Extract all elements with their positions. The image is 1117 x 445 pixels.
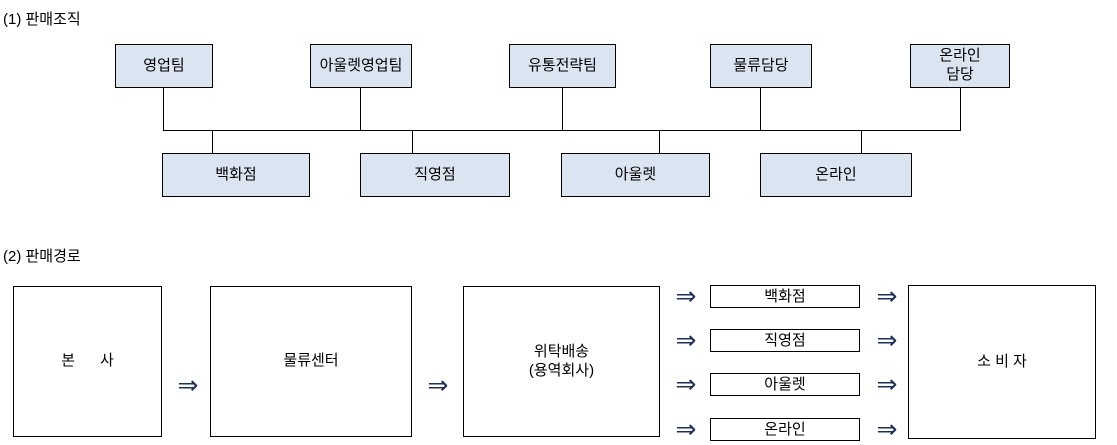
- org-box-online-manager-label-line1: 온라인: [939, 47, 981, 65]
- connector-vline-1: [163, 88, 164, 131]
- double-arrow-icon: ⇒: [876, 325, 898, 355]
- org-box-online: 온라인: [760, 153, 912, 197]
- double-arrow-icon: ⇒: [675, 281, 697, 311]
- org-box-online-manager-label-line2: 담당: [946, 66, 974, 83]
- flow-box-consumer: 소 비 자: [908, 285, 1096, 439]
- org-box-sales-team: 영업팀: [115, 44, 213, 88]
- double-arrow-icon: ⇒: [675, 369, 697, 399]
- connector-stub-2: [412, 131, 413, 153]
- double-arrow-icon: ⇒: [675, 325, 697, 355]
- org-box-outlet: 아울렛: [561, 153, 710, 197]
- org-box-distribution-strategy-team: 유통전략팀: [509, 44, 616, 88]
- connector-vline-5: [960, 88, 961, 131]
- org-box-outlet-sales-team-label: 아울렛영업팀: [319, 56, 403, 74]
- double-arrow-icon: ⇒: [876, 414, 898, 444]
- flow-box-headquarters: 본 사: [13, 286, 162, 437]
- connector-stub-3: [659, 131, 660, 153]
- channel-box-outlet-label: 아울렛: [764, 376, 806, 393]
- channel-box-direct-store-label: 직영점: [764, 332, 806, 349]
- channel-box-department-store-label: 백화점: [764, 288, 806, 305]
- org-box-department-store: 백화점: [162, 153, 310, 197]
- connector-bus: [163, 130, 961, 131]
- org-box-logistics-label: 물류담당: [733, 56, 789, 74]
- org-box-online-label: 온라인: [815, 165, 857, 183]
- flow-box-consigned-delivery: 위탁배송 (용역회사): [463, 286, 660, 437]
- connector-vline-4: [760, 88, 761, 131]
- org-box-sales-team-label: 영업팀: [143, 56, 185, 74]
- org-box-outlet-label: 아울렛: [614, 165, 657, 183]
- connector-vline-3: [562, 88, 563, 131]
- double-arrow-icon: ⇒: [427, 370, 449, 400]
- channel-box-online: 온라인: [710, 418, 860, 441]
- double-arrow-icon: ⇒: [876, 369, 898, 399]
- org-box-direct-store-label: 직영점: [414, 165, 456, 183]
- double-arrow-icon: ⇒: [876, 281, 898, 311]
- org-box-logistics: 물류담당: [710, 44, 812, 88]
- flow-box-consigned-delivery-line1: 위탁배송: [533, 342, 590, 360]
- double-arrow-icon: ⇒: [675, 414, 697, 444]
- channel-box-online-label: 온라인: [764, 421, 806, 438]
- org-box-outlet-sales-team: 아울렛영업팀: [310, 44, 412, 88]
- channel-box-department-store: 백화점: [710, 285, 860, 308]
- flow-box-consumer-label: 소 비 자: [977, 352, 1027, 370]
- connector-stub-1: [212, 131, 213, 153]
- flow-box-headquarters-label: 본 사: [61, 352, 114, 370]
- org-box-department-store-label: 백화점: [215, 165, 257, 183]
- channel-box-direct-store: 직영점: [710, 329, 860, 352]
- channel-section-title: (2) 판매경로: [3, 248, 81, 265]
- connector-vline-2: [360, 88, 361, 131]
- org-box-distribution-strategy-team-label: 유통전략팀: [527, 56, 597, 74]
- connector-stub-4: [861, 131, 862, 153]
- flow-box-consigned-delivery-line2: (용역회사): [528, 361, 595, 379]
- double-arrow-icon: ⇒: [177, 370, 199, 400]
- channel-box-outlet: 아울렛: [710, 373, 860, 396]
- org-box-direct-store: 직영점: [360, 153, 510, 197]
- org-section-title: (1) 판매조직: [3, 11, 81, 28]
- flow-box-logistics-center-label: 물류센터: [283, 352, 339, 370]
- flow-box-logistics-center: 물류센터: [210, 286, 412, 437]
- org-box-online-manager: 온라인 담당: [910, 44, 1010, 88]
